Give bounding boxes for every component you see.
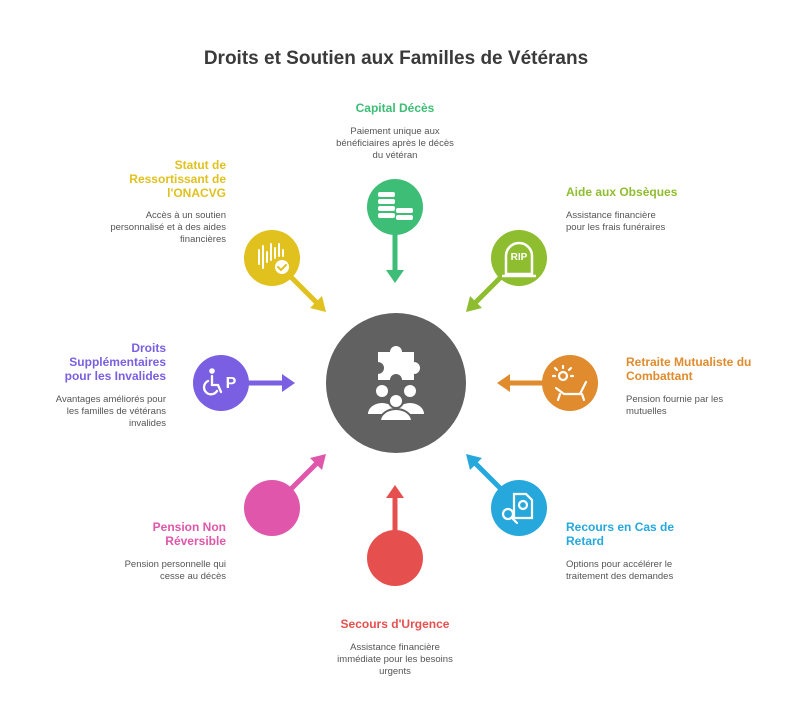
deck-chair-sun-icon [551, 364, 588, 402]
label-retraite: Retraite Mutualiste du Combattant [626, 355, 752, 383]
center-node [326, 313, 466, 453]
rip-text: RIP [511, 252, 528, 263]
node-aide-obseques: RIP [466, 230, 547, 312]
card-check-icon [258, 243, 289, 274]
node-secours [367, 485, 423, 586]
label-secours: Secours d'Urgence [340, 617, 450, 631]
accessible-parking-icon: P [202, 368, 237, 396]
desc-capital-deces: Paiement unique aux bénéficiaires après … [336, 126, 454, 161]
node-recours [466, 454, 547, 536]
coin-stacks-icon [378, 192, 413, 220]
rip-gravestone-icon: RIP [502, 241, 536, 278]
desc-statut: Accès à un soutien personnalisé et à des… [110, 210, 226, 245]
node-retraite [497, 355, 598, 411]
label-droits-invalides: Droits Supplémentaires pour les Invalide… [64, 341, 166, 383]
diagram-title: Droits et Soutien aux Familles de Vétéra… [203, 48, 589, 69]
document-search-icon [501, 492, 534, 525]
parking-letter: P [226, 375, 237, 392]
desc-recours: Options pour accélérer le traitement des… [566, 559, 674, 582]
label-aide-obseques: Aide aux Obsèques [566, 185, 678, 199]
node-pension [244, 454, 326, 536]
families-puzzle-icon [368, 346, 424, 422]
desc-secours: Assistance financière immédiate pour les… [337, 642, 453, 677]
desc-retraite: Pension fournie par les mutuelles [626, 394, 724, 417]
desc-aide-obseques: Assistance financière pour les frais fun… [566, 210, 666, 233]
node-statut [244, 230, 326, 312]
label-capital-deces: Capital Décès [355, 101, 435, 115]
node-droits-invalides: P [193, 355, 295, 411]
label-pension: Pension Non Réversible [152, 520, 226, 548]
desc-pension: Pension personnelle qui cesse au décès [124, 559, 226, 582]
label-statut: Statut de Ressortissant de l'ONACVG [129, 158, 226, 200]
label-recours: Recours en Cas de Retard [566, 520, 675, 548]
desc-droits-invalides: Avantages améliorés pour les familles de… [55, 394, 166, 429]
node-capital-deces [367, 179, 423, 283]
